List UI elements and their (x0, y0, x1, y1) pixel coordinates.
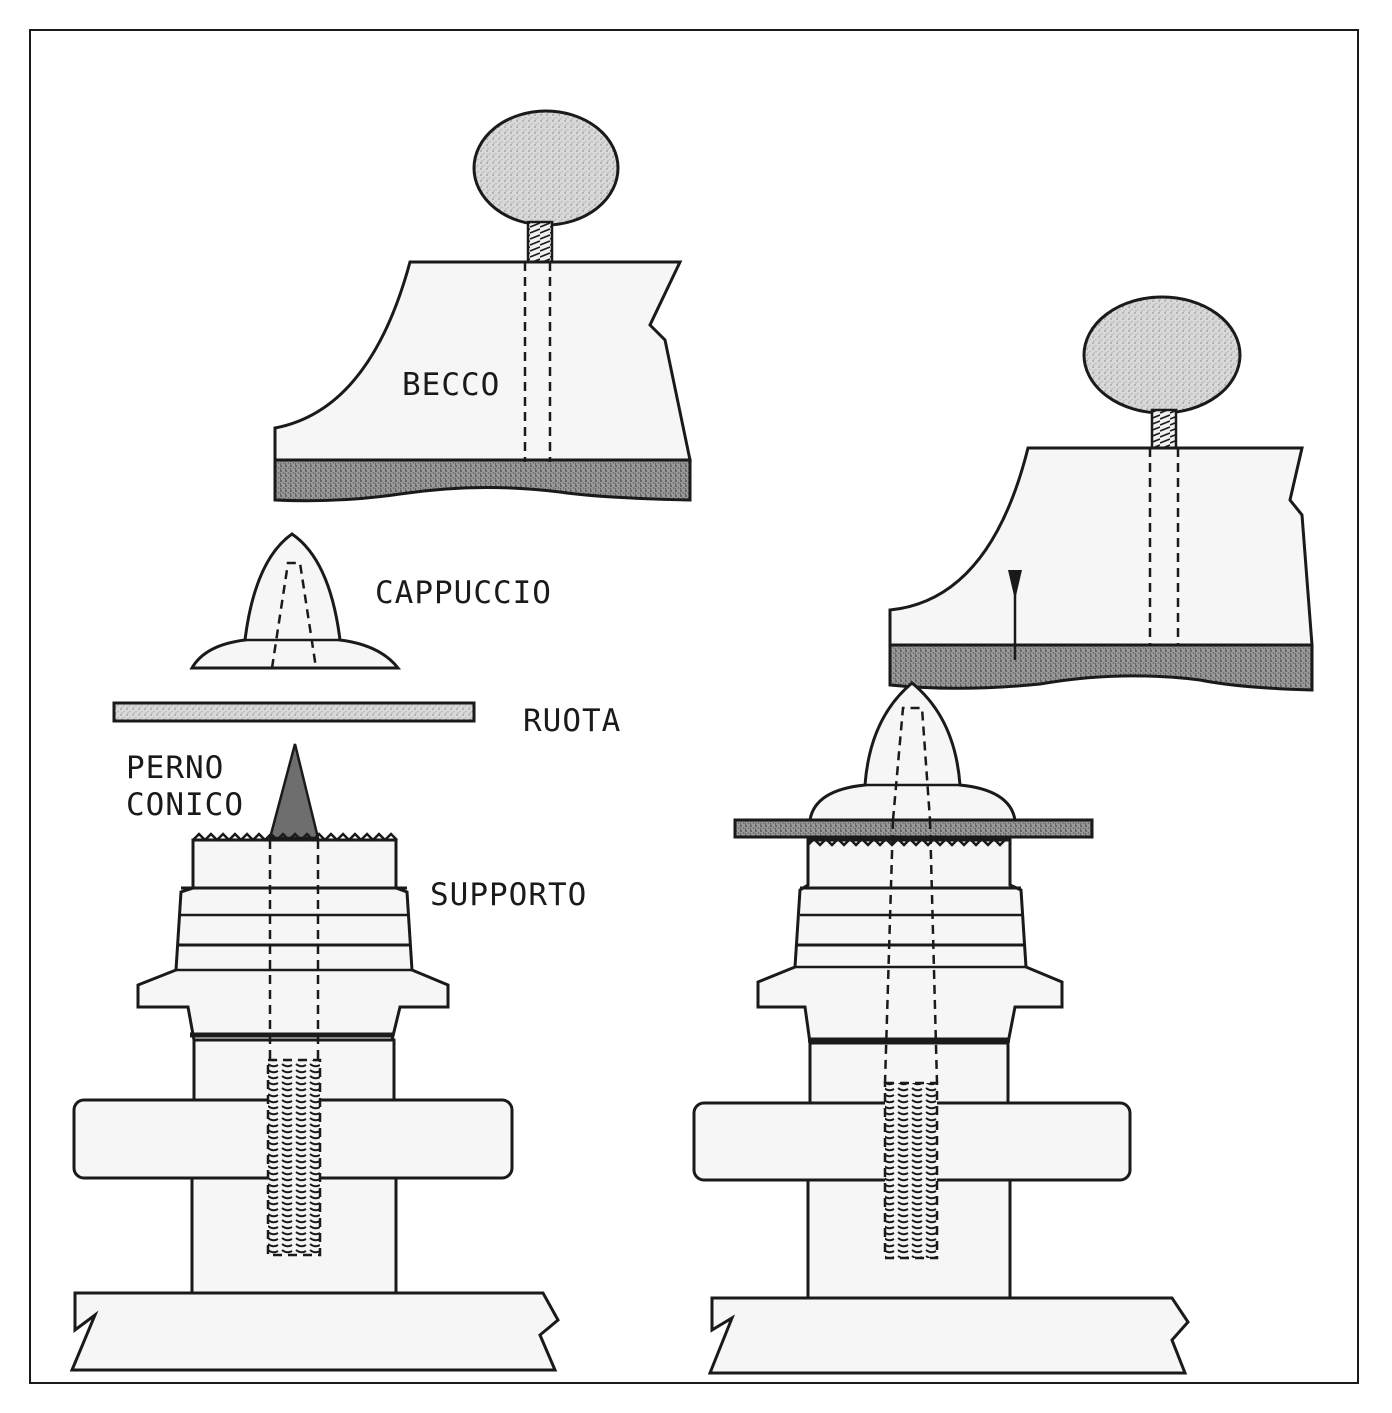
supporto-right (692, 819, 1132, 1300)
arrow-down-icon (1008, 570, 1022, 600)
knob-left (472, 109, 620, 264)
label-perno-line1: PERNO (126, 750, 224, 786)
cappuccio-left (189, 532, 402, 670)
label-supporto: SUPPORTO (430, 877, 587, 913)
knob-right (1082, 295, 1242, 450)
becco-left (273, 260, 692, 503)
label-cappuccio: CAPPUCCIO (375, 575, 552, 611)
label-ruota: RUOTA (523, 703, 621, 739)
supporto-left (72, 832, 514, 1295)
base-plate-right (707, 1296, 1190, 1375)
frame-border (29, 29, 1359, 1384)
base-plate-left (69, 1291, 560, 1372)
ruota-right (733, 818, 1094, 839)
ruota-left (112, 701, 476, 723)
becco-right (888, 446, 1314, 692)
cappuccio-right (808, 681, 1017, 822)
label-becco: BECCO (402, 367, 500, 403)
label-perno-line2: CONICO (126, 787, 244, 823)
perno-conico-left (268, 743, 320, 840)
